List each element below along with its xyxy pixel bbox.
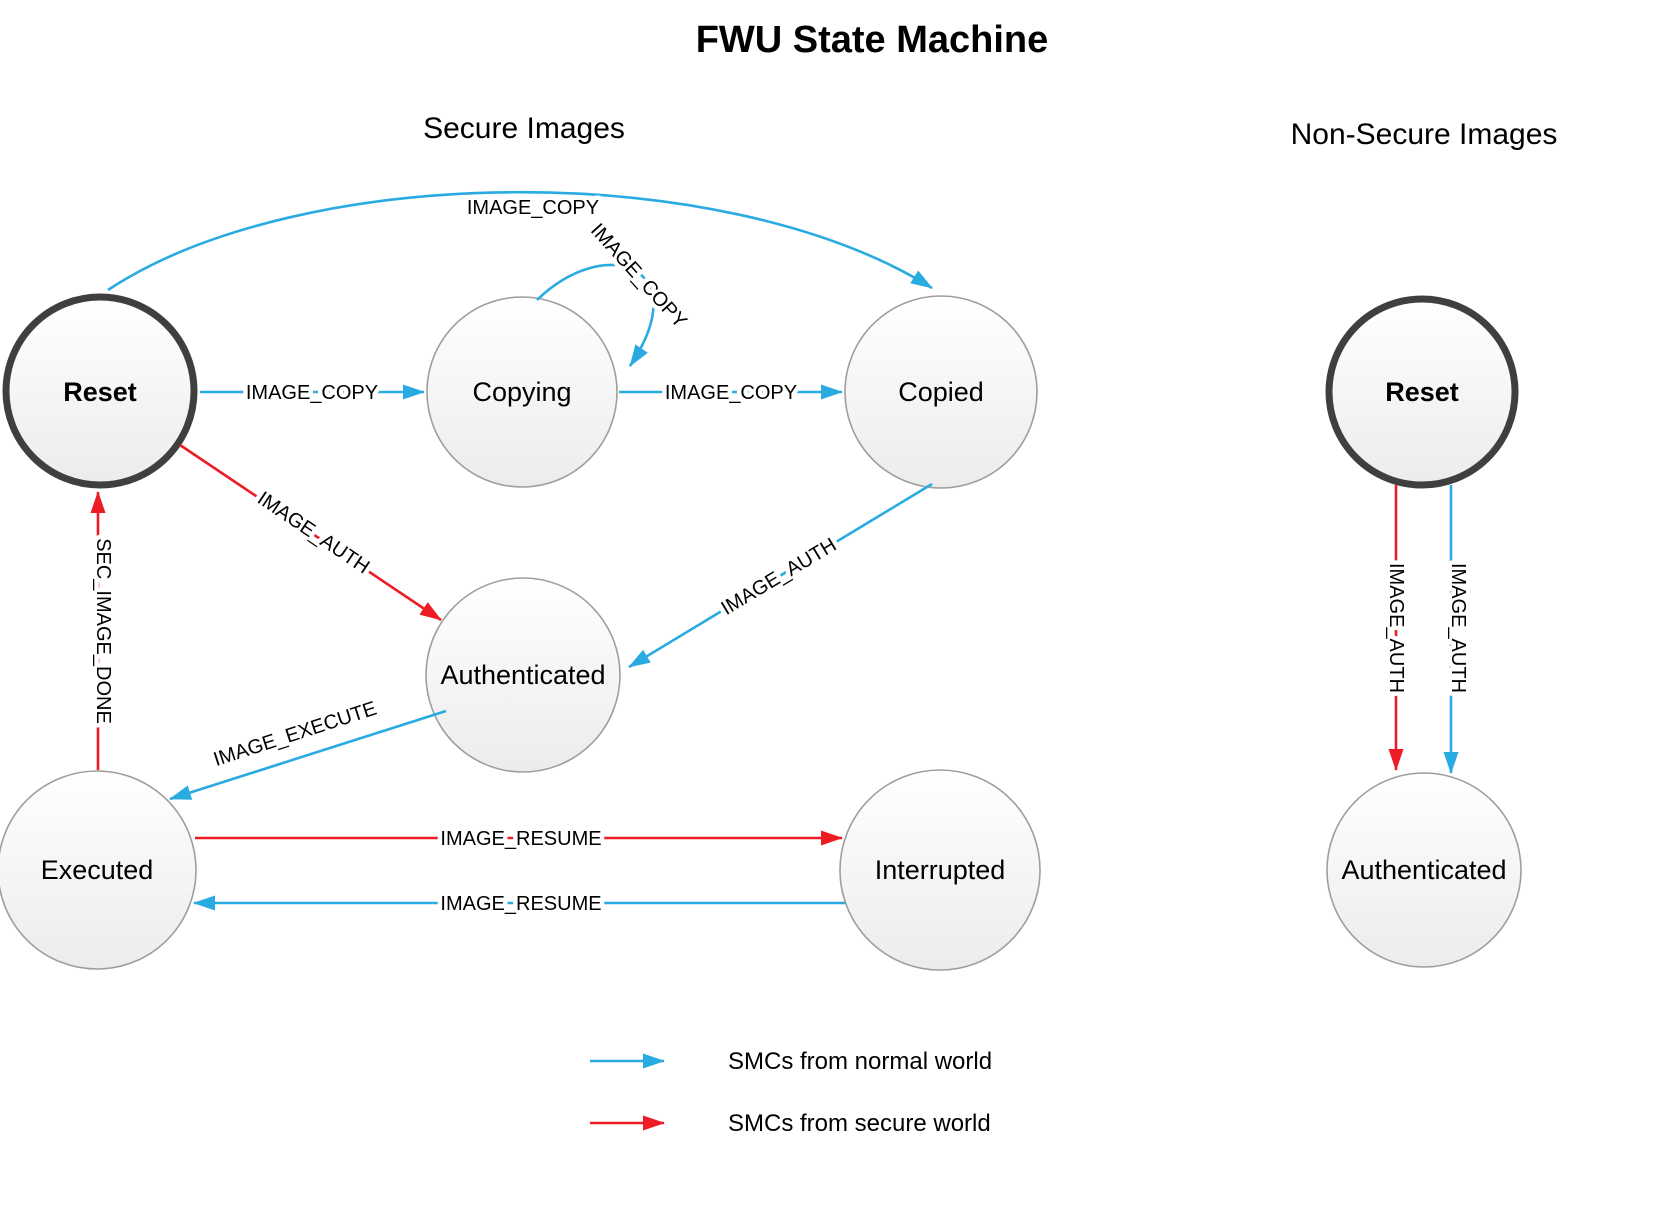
state-node-copied: Copied — [844, 295, 1038, 489]
copying-label: Copying — [472, 377, 571, 407]
section-label-secure: Secure Images — [423, 112, 625, 145]
interrupted-label: Interrupted — [875, 855, 1006, 885]
reset-non-secure-label: Reset — [1385, 377, 1459, 407]
reset-secure-circle — [2, 293, 198, 489]
section-label-non-secure: Non-Secure Images — [1291, 118, 1558, 151]
edge-label-copying-self-loop: IMAGE_COPY — [586, 219, 691, 332]
edge-reset-to-copied — [107, 190, 933, 292]
legend-item-normal-world: SMCs from normal world — [590, 1048, 992, 1075]
authenticated-secure-label: Authenticated — [440, 660, 605, 690]
legend: SMCs from normal world SMCs from secure … — [590, 1048, 992, 1137]
edge-copying-self-loop — [536, 263, 655, 367]
edge-copied-to-authenticated — [628, 482, 933, 669]
state-node-executed: Executed — [0, 770, 197, 970]
legend-item-secure-world: SMCs from secure world — [590, 1110, 991, 1137]
executed-label: Executed — [41, 855, 154, 885]
copied-circle — [844, 295, 1038, 489]
legend-label-secure-world: SMCs from secure world — [728, 1110, 991, 1137]
state-node-reset-non-secure: Reset — [1325, 295, 1519, 489]
copied-label: Copied — [898, 377, 984, 407]
edge-label-ns-authenticated-secure: IMAGE_AUTH — [1385, 563, 1407, 693]
legend-label-normal-world: SMCs from normal world — [728, 1048, 992, 1075]
edge-label-interrupted-to-executed: IMAGE_RESUME — [440, 893, 601, 915]
authenticated-secure-circle — [425, 577, 621, 773]
edge-label-copying-to-copied: IMAGE_COPY — [665, 382, 797, 404]
state-node-reset-secure: Reset — [2, 293, 198, 489]
copying-circle — [426, 296, 618, 488]
edge-label-executed-to-interrupted: IMAGE_RESUME — [440, 828, 601, 850]
edge-label-ns-authenticated-normal: IMAGE_AUTH — [1447, 563, 1469, 693]
authenticated-non-secure-circle — [1326, 772, 1522, 968]
edge-label-executed-to-reset: SEC_IMAGE_DONE — [92, 538, 114, 724]
edge-authenticated-to-executed — [169, 709, 447, 801]
state-node-authenticated-secure: Authenticated — [425, 577, 621, 773]
authenticated-non-secure-label: Authenticated — [1341, 855, 1506, 885]
reset-non-secure-circle — [1325, 295, 1519, 489]
executed-circle — [0, 770, 197, 970]
edge-label-reset-to-copied: IMAGE_COPY — [467, 197, 599, 219]
edge-label-copied-to-authenticated: IMAGE_AUTH — [718, 534, 841, 620]
state-node-authenticated-non-secure: Authenticated — [1326, 772, 1522, 968]
interrupted-circle — [839, 769, 1041, 971]
edge-label-reset-to-copying: IMAGE_COPY — [246, 382, 378, 404]
diagram-title: FWU State Machine — [696, 19, 1049, 61]
edge-reset-to-authenticated — [179, 443, 442, 622]
reset-secure-label: Reset — [63, 377, 137, 407]
state-node-interrupted: Interrupted — [839, 769, 1041, 971]
edge-label-reset-to-authenticated: IMAGE_AUTH — [253, 488, 373, 579]
state-node-copying: Copying — [426, 296, 618, 488]
